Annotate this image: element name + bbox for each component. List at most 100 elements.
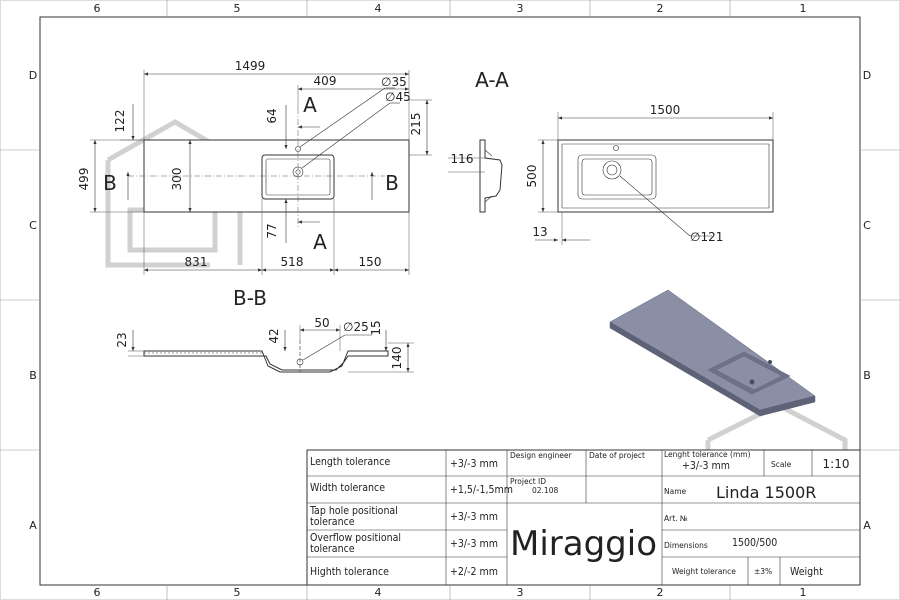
plan-view: 1499 409 ∅35 ∅45 A A 64 122 215 499	[77, 59, 432, 275]
col-label: 5	[234, 586, 241, 599]
tol-label-width: Width tolerance	[310, 482, 385, 494]
dim-300: 300	[170, 168, 184, 191]
dim-150: 150	[359, 255, 382, 269]
bb-profile	[143, 350, 389, 373]
dim-bb-25: ∅25	[343, 320, 369, 334]
dim-1499: 1499	[235, 59, 266, 73]
col-label: 2	[657, 2, 664, 15]
section-b-right: B	[385, 171, 399, 195]
row-labels-left: D C B A	[29, 69, 37, 532]
dim-bb-42: 42	[267, 328, 281, 343]
dim-518: 518	[281, 255, 304, 269]
product-name: Linda 1500R	[716, 483, 816, 502]
title-block: Length tolerance +3/-3 mm Width toleranc…	[306, 449, 861, 586]
col-label: 1	[800, 2, 807, 15]
art-label: Art. №	[664, 514, 688, 523]
tol-value-overflow: +3/-3 mm	[450, 538, 498, 550]
dim-409: 409	[314, 74, 337, 88]
aa-tap-hole	[613, 145, 619, 151]
col-label: 1	[800, 586, 807, 599]
dim-77: 77	[265, 223, 279, 238]
row-label: D	[29, 69, 37, 82]
col-label: 3	[517, 586, 524, 599]
column-labels-top: 6 5 4 3 2 1	[94, 2, 807, 15]
dim-bb-15: 15	[369, 320, 383, 335]
design-engineer-label: Design engineer	[510, 451, 572, 460]
col-label: 5	[234, 2, 241, 15]
project-id-label: Project ID	[510, 477, 546, 486]
dim-tap-hole: ∅35	[381, 75, 407, 89]
section-aa-title: A-A	[475, 68, 509, 92]
col-label: 2	[657, 586, 664, 599]
dim-215: 215	[409, 113, 423, 136]
tol-value-height: +2/-2 mm	[450, 566, 498, 578]
col-label: 6	[94, 586, 101, 599]
aa-top-outline	[557, 139, 774, 213]
weight-tol-value: ±3%	[754, 567, 772, 576]
tol-label-overflow-2: tolerance	[310, 543, 355, 555]
tol-value-length: +3/-3 mm	[450, 458, 498, 470]
column-labels-bottom: 6 5 4 3 2 1	[94, 586, 807, 599]
row-label: D	[863, 69, 871, 82]
row-label: A	[863, 519, 871, 532]
dim-499: 499	[77, 168, 91, 191]
length-tol-value: +3/-3 mm	[682, 460, 730, 472]
scale-value: 1:10	[823, 457, 850, 471]
brand-name: Miraggio	[510, 524, 657, 564]
date-label: Date of project	[589, 451, 645, 460]
aa-bowl	[577, 154, 657, 200]
dim-bb-23: 23	[115, 332, 129, 347]
col-label: 6	[94, 2, 101, 15]
tol-label-tap-hole: Tap hole positional	[309, 505, 398, 517]
dimensions-value: 1500/500	[732, 537, 777, 549]
render-drain-hole	[749, 379, 755, 385]
scale-label: Scale	[771, 460, 792, 469]
dim-bb-140: 140	[390, 347, 404, 370]
dim-aa-500: 500	[525, 165, 539, 188]
dim-64: 64	[265, 108, 279, 123]
dim-aa-1500: 1500	[650, 103, 681, 117]
tol-label-overflow: Overflow positional	[310, 532, 401, 544]
dim-drain-hole: ∅45	[385, 90, 411, 104]
row-label: C	[863, 219, 871, 232]
dim-122: 122	[113, 110, 127, 133]
tol-label-length: Length tolerance	[310, 456, 390, 468]
row-label: A	[29, 519, 37, 532]
tol-value-tap-hole: +3/-3 mm	[450, 511, 498, 523]
col-label: 4	[375, 586, 382, 599]
section-bb: B-B 23 42 50 ∅25 15 140	[115, 286, 414, 373]
aa-side-profile	[479, 139, 503, 213]
basin-side-face	[759, 395, 816, 417]
dim-aa-121: ∅121	[690, 230, 723, 244]
dim-831: 831	[185, 255, 208, 269]
section-bb-title: B-B	[233, 286, 267, 310]
weight-tol-label: Weight tolerance	[672, 567, 736, 576]
section-aa: A-A 116 1500 500 13	[448, 68, 774, 245]
tol-value-width: +1,5/-1,5mm	[450, 484, 513, 496]
basin-top-face	[609, 289, 816, 411]
tol-label-tap-hole-2: tolerance	[310, 516, 355, 528]
dimensions-label: Dimensions	[664, 541, 708, 550]
col-label: 3	[517, 2, 524, 15]
render-tap-hole	[768, 360, 772, 364]
col-label: 4	[375, 2, 382, 15]
dim-aa-13: 13	[532, 225, 547, 239]
aa-drain	[602, 160, 622, 180]
row-label: B	[29, 369, 37, 382]
section-b-left: B	[103, 171, 117, 195]
tol-label-height: Highth tolerance	[310, 566, 389, 578]
row-label: B	[863, 369, 871, 382]
row-labels-right: D C B A	[863, 69, 871, 532]
name-label: Name	[664, 487, 687, 496]
section-a-top: A	[303, 93, 317, 117]
section-a-bottom: A	[313, 230, 327, 254]
weight-label: Weight	[790, 566, 823, 578]
dim-116: 116	[451, 152, 474, 166]
dim-bb-50: 50	[314, 316, 329, 330]
plan-bowl-inner	[265, 158, 331, 196]
basin-3d-render	[609, 289, 816, 417]
project-id-value: 02.108	[532, 486, 558, 495]
basin-bowl-inner	[715, 355, 783, 391]
